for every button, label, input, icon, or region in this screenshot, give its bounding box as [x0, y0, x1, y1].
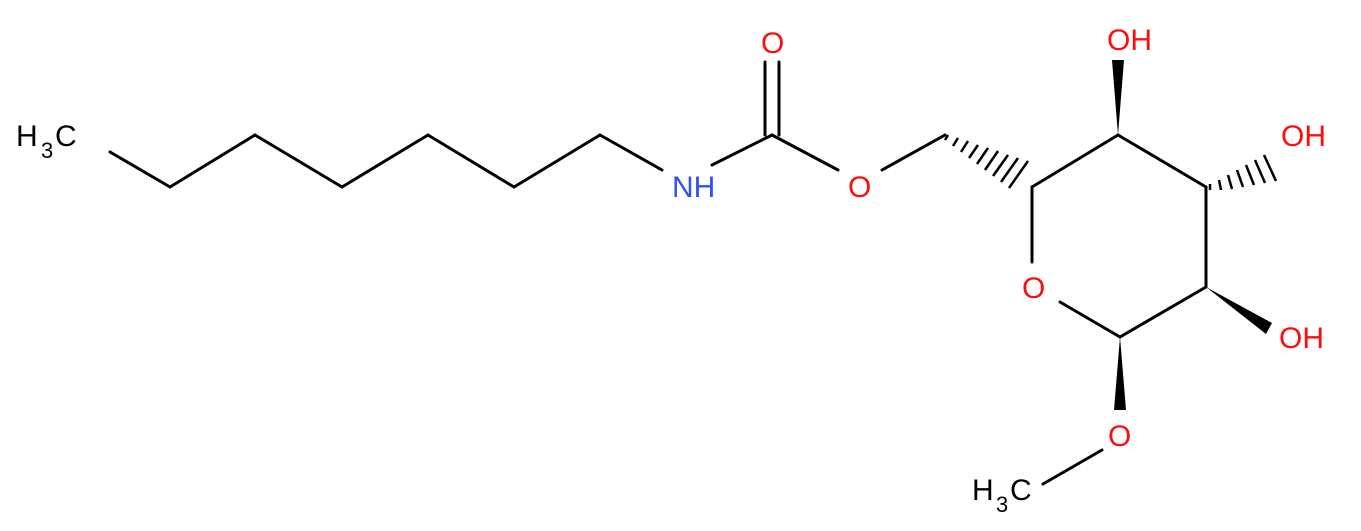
bond-c1-c2 [108, 150, 172, 189]
hash-a4 [1235, 169, 1245, 188]
hash-a7 [1262, 154, 1278, 182]
bond-c6-c7 [512, 133, 602, 189]
o-ring-label: O [1022, 272, 1045, 305]
hash-4 [967, 144, 980, 159]
hash-7 [991, 154, 1010, 177]
bond-c5-c4 [1030, 133, 1120, 189]
bond-o-ch2 [880, 133, 947, 172]
wedge-bond-c1-o [1114, 337, 1126, 410]
hash-9 [1007, 160, 1030, 189]
hash-a6 [1253, 159, 1267, 184]
hashed-bond-c6 [943, 134, 1030, 189]
bond-c4-c3 [1116, 133, 1208, 189]
oh-bottom-label: OH [1279, 322, 1324, 355]
ch3-left-c: C [55, 120, 77, 153]
hash-2 [951, 137, 960, 147]
bond-c2-c3 [168, 133, 257, 189]
ch3-bottom-c: C [1010, 474, 1032, 507]
hash-a2 [1217, 179, 1223, 191]
ch3-left-sub: 3 [41, 138, 53, 163]
ch3-left-h: H [16, 120, 38, 153]
hash-6 [983, 150, 1000, 171]
hash-3 [959, 140, 970, 153]
o-carbonyl-label: O [761, 27, 784, 60]
bond-o-ch3 [1041, 448, 1104, 486]
hash-8 [999, 157, 1020, 183]
ch3-bottom-h: H [972, 474, 994, 507]
wedge-bond-c4-oh [1112, 60, 1124, 135]
ch3-bottom-sub: 3 [996, 492, 1008, 517]
nh-label: NH [672, 171, 715, 204]
bond-c2-c1 [1118, 285, 1208, 339]
bond-c7-n [598, 133, 664, 172]
oh-right-label: OH [1281, 120, 1326, 153]
carbamate-bonds [710, 60, 947, 172]
bond-c-o-ester [770, 133, 840, 172]
bond-c3-c4 [253, 133, 344, 189]
hash-5 [975, 147, 990, 165]
oh-top-label: OH [1107, 24, 1152, 57]
heptyl-chain [108, 133, 664, 189]
o-methoxy-label: O [1108, 420, 1131, 453]
bond-c4-c5 [340, 133, 430, 189]
o-ester-label: O [848, 171, 871, 204]
bond-c5-c6 [426, 133, 516, 189]
bond-n-c [710, 133, 774, 167]
hash-a5 [1244, 164, 1256, 186]
bond-c1-oring [1058, 300, 1122, 339]
pyranose-ring [1030, 133, 1208, 339]
wedge-bond-c2-oh [1206, 287, 1272, 334]
hashed-bond-c3-oh [1208, 154, 1278, 191]
hash-a3 [1226, 174, 1234, 190]
hash-1 [943, 134, 950, 141]
